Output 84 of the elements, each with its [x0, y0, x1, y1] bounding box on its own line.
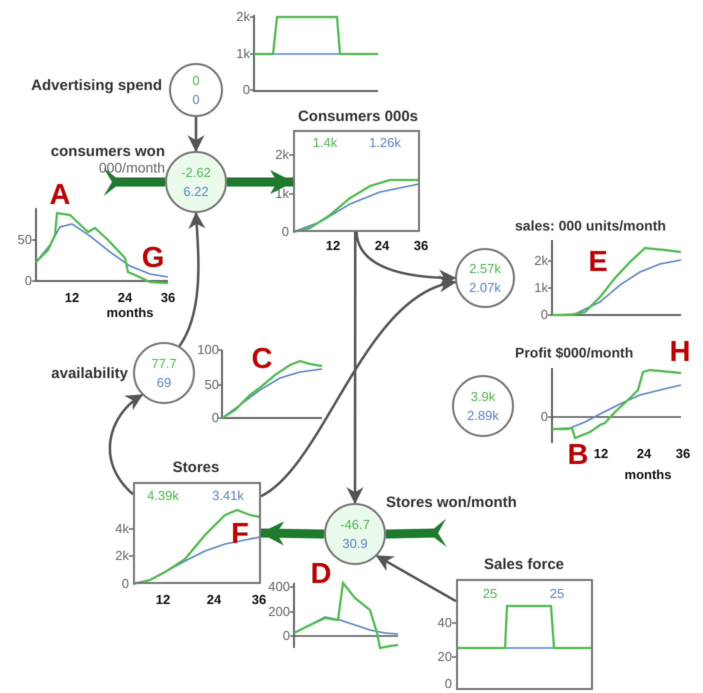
unit-label: 000/month [98, 160, 165, 176]
axis-tick-label: 1k [236, 46, 250, 62]
baseline-value: 3.41k [212, 488, 244, 504]
variable-label: availability [51, 366, 128, 382]
scenario-value: 2.57k [469, 262, 501, 276]
axis-tick-label: 0 [242, 82, 250, 98]
axis-tick-label: 0 [540, 410, 548, 424]
scenario-value: -2.62 [181, 166, 211, 180]
axis-tick-label: 0 [212, 410, 219, 426]
flow-arrow [227, 170, 294, 194]
axis-tick-label: 24 [118, 290, 132, 306]
axis-tick-label: 36 [414, 238, 428, 254]
axis-tick-label: 0 [540, 308, 548, 322]
variable-label: Advertising spend [31, 78, 162, 94]
scenario-value: 77.7 [151, 356, 177, 372]
axis-tick-label: 0 [122, 576, 129, 592]
link-arrow [346, 232, 364, 504]
scenario-value: 25 [482, 586, 498, 602]
axis-tick-label: 40 [438, 616, 452, 630]
baseline-value: 69 [156, 376, 172, 390]
axis-tick-label: 1k [534, 280, 548, 296]
baseline-value: 25 [550, 586, 564, 602]
axis-tick-label: months [624, 468, 672, 482]
axis-tick-label: 50 [18, 232, 32, 248]
baseline-value: 1.26k [369, 136, 401, 150]
axis-tick-label: 0 [24, 274, 32, 288]
scenario-value: 3.9k [470, 390, 496, 404]
variable-label: Consumers 000s [298, 108, 418, 126]
axis-tick-label: 20 [438, 650, 452, 664]
axis-tick-label: 12 [156, 592, 170, 608]
baseline-value: 2.89k [467, 408, 499, 424]
baseline-value: 30.9 [342, 536, 368, 552]
annotation-letter: D [310, 559, 332, 591]
axis-tick-label: 2k [275, 148, 289, 162]
variable-label: Stores [172, 460, 220, 476]
axis-tick-label: 36 [676, 446, 690, 462]
axis-tick-label: 4k [115, 522, 129, 536]
flow-arrow [386, 518, 447, 548]
chart-title: sales: 000 units/month [515, 218, 666, 234]
annotation-letter: E [588, 247, 608, 279]
axis-tick-label: 2k [115, 548, 129, 564]
scenario-value: -46.7 [340, 518, 370, 532]
flow-arrow [260, 521, 324, 546]
scenario-value: 0 [192, 74, 200, 88]
link-arrow [188, 117, 204, 152]
link-arrow [260, 278, 456, 498]
link-arrow [178, 212, 206, 347]
baseline-value: 6.22 [183, 184, 209, 200]
axis-tick-label: 12 [64, 290, 80, 306]
axis-tick-label: 50 [204, 378, 219, 392]
axis-tick-label: 12 [326, 238, 340, 254]
axis-tick-label: 0 [282, 628, 290, 644]
annotation-letter: C [252, 344, 272, 376]
chart-title: Profit $000/month [515, 345, 634, 361]
baseline-value: 0 [192, 92, 200, 108]
axis-tick-label: 400 [268, 580, 290, 594]
variable-label: Stores won/month [386, 494, 517, 512]
annotation-letter: H [670, 337, 690, 369]
annotation-letter: G [142, 243, 164, 275]
axis-tick-label: 100 [197, 342, 219, 358]
axis-tick-label: 24 [206, 592, 222, 608]
link-arrow [376, 554, 457, 602]
axis-tick-label: months [106, 306, 154, 320]
baseline-value: 2.07k [469, 280, 501, 296]
axis-tick-label: 0 [282, 224, 289, 240]
axis-tick-label: 36 [252, 592, 266, 608]
scenario-value: 1.4k [312, 136, 338, 150]
axis-tick-label: 36 [160, 290, 176, 306]
annotation-letter: A [50, 180, 70, 212]
variable-label: Sales force [484, 556, 564, 574]
axis-tick-label: 1k [275, 186, 289, 202]
flow-arrow [104, 168, 165, 196]
scenario-value: 4.39k [147, 488, 179, 504]
link-arrow [355, 232, 456, 286]
axis-tick-label: 24 [374, 238, 390, 254]
axis-tick-label: 2k [534, 254, 548, 268]
axis-tick-label: 200 [268, 604, 290, 620]
variable-label: consumers won [50, 144, 165, 160]
axis-tick-label: 12 [594, 446, 608, 462]
axis-tick-label: 24 [636, 446, 652, 462]
annotation-letter: B [568, 440, 588, 472]
axis-tick-label: 2k [236, 10, 250, 24]
axis-tick-label: 0 [444, 676, 452, 692]
link-arrow [108, 394, 144, 496]
